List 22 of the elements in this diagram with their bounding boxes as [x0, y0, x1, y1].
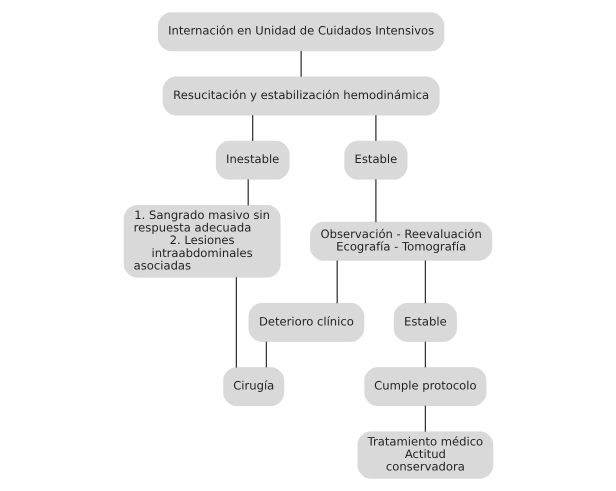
connector	[374, 179, 376, 222]
node-box: Cumple protocolo	[364, 367, 486, 406]
node-box: Tratamiento médico Actitud conservadora	[356, 431, 493, 479]
node-box: Estable	[344, 140, 407, 180]
node-box: Cirugía	[222, 367, 284, 406]
node-box: Observación - Reevaluación Ecografía - Tomografía	[310, 222, 492, 261]
node-box: Deterioro clínico	[248, 302, 364, 342]
connector	[424, 406, 426, 432]
node-box: Estable	[393, 302, 456, 342]
connector	[265, 342, 266, 368]
node-box: 1. Sangrado masivo sin respuesta adecuada 2. Lesiones intraabdominales asociadas	[123, 204, 280, 278]
connector	[252, 115, 253, 141]
node-box: Inestable	[215, 140, 290, 180]
connector	[424, 342, 426, 368]
node-box: Resucitación y estabilización hemodinámica	[162, 76, 440, 116]
connector	[247, 179, 248, 206]
connector	[300, 51, 302, 77]
connector	[235, 277, 236, 368]
connector	[374, 115, 376, 141]
connector	[336, 260, 338, 304]
node-box: Internación en Unidad de Cuidados Intensivos	[157, 12, 444, 52]
connector	[424, 260, 426, 304]
